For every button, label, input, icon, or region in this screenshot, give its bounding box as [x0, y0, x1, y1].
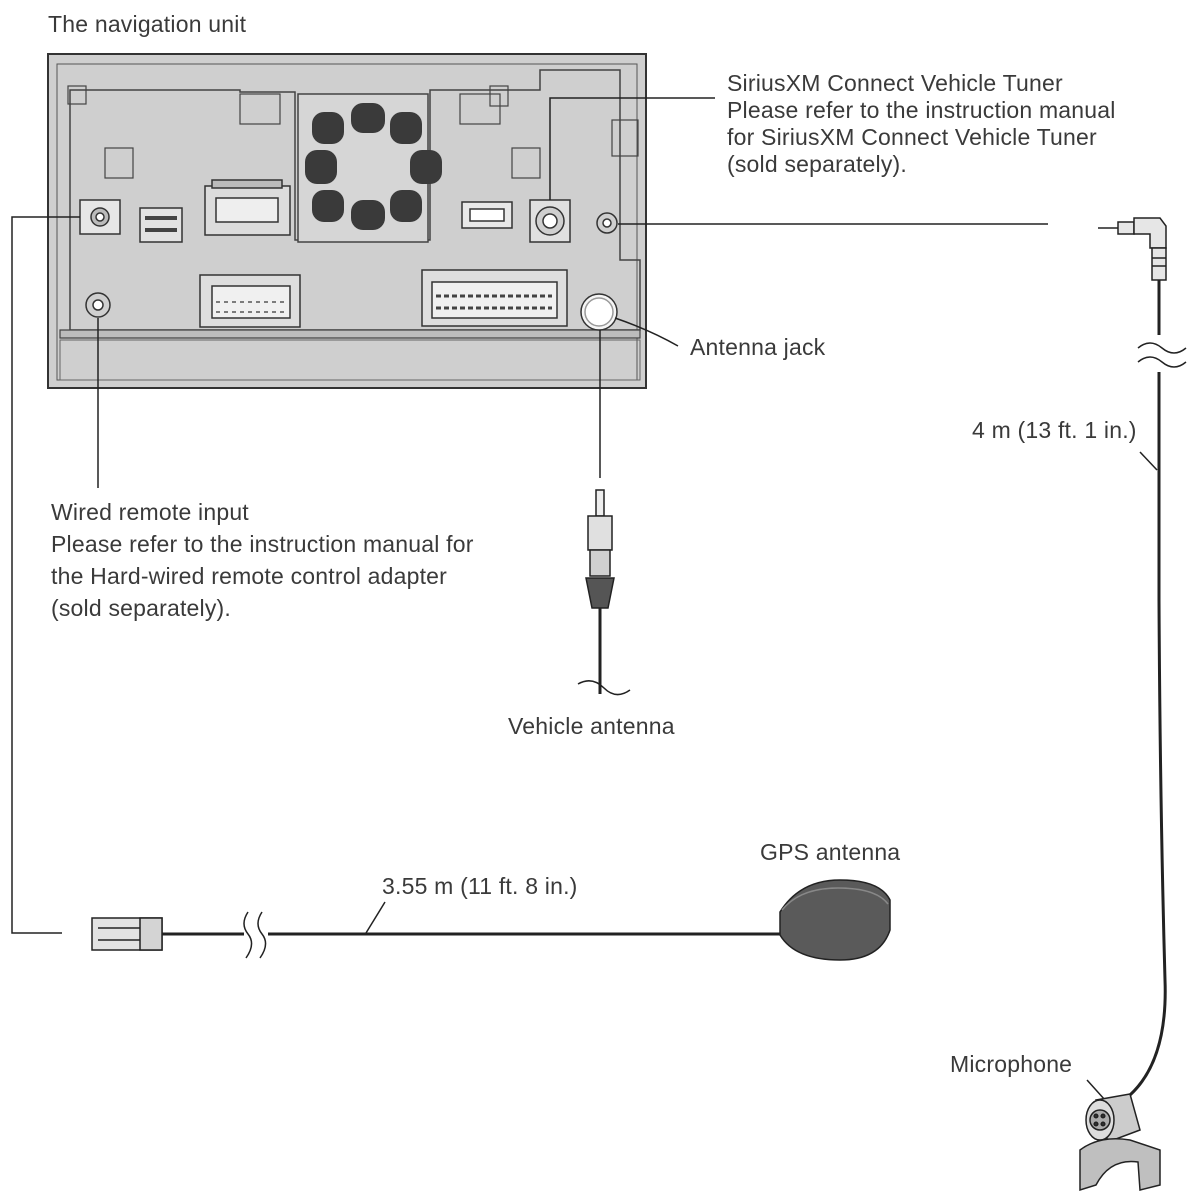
label-siriusxm-line-4: (sold separately).: [727, 151, 908, 177]
microphone-cable: [1128, 280, 1167, 1097]
label-wired-remote-line-3: the Hard-wired remote control adapter: [51, 563, 448, 589]
label-mic-cable-length: 4 m (13 ft. 1 in.): [972, 417, 1137, 443]
label-antenna-jack: Antenna jack: [690, 334, 826, 360]
cable-break-gps: [243, 911, 267, 959]
cooling-fan: [305, 103, 442, 230]
microphone-plug: [1098, 217, 1167, 281]
leader-lines: [11, 97, 1158, 1101]
label-wired-remote-line-4: (sold separately).: [51, 595, 232, 621]
label-siriusxm-line-3: for SiriusXM Connect Vehicle Tuner: [727, 124, 1097, 150]
label-wired-remote-input: Wired remote input Please refer to the i…: [51, 496, 474, 624]
vehicle-antenna-plug: [577, 489, 631, 696]
label-siriusxm-line-2: Please refer to the instruction manual: [727, 97, 1116, 123]
label-wired-remote-line-1: Wired remote input: [51, 499, 249, 525]
label-gps-cable-length: 3.55 m (11 ft. 8 in.): [382, 873, 578, 899]
label-siriusxm-tuner: SiriusXM Connect Vehicle Tuner Please re…: [727, 70, 1116, 178]
rear-connectors: [79, 179, 618, 331]
label-siriusxm-line-1: SiriusXM Connect Vehicle Tuner: [727, 70, 1063, 96]
gps-antenna: [779, 879, 891, 961]
label-microphone: Microphone: [950, 1051, 1073, 1077]
gps-connector: [91, 917, 163, 951]
label-vehicle-antenna: Vehicle antenna: [508, 713, 675, 739]
label-wired-remote-line-2: Please refer to the instruction manual f…: [51, 531, 474, 557]
cable-break-mic: [1137, 342, 1187, 368]
microphone: [1079, 1093, 1161, 1192]
label-gps-antenna: GPS antenna: [760, 839, 901, 865]
diagram-title: The navigation unit: [48, 11, 247, 37]
